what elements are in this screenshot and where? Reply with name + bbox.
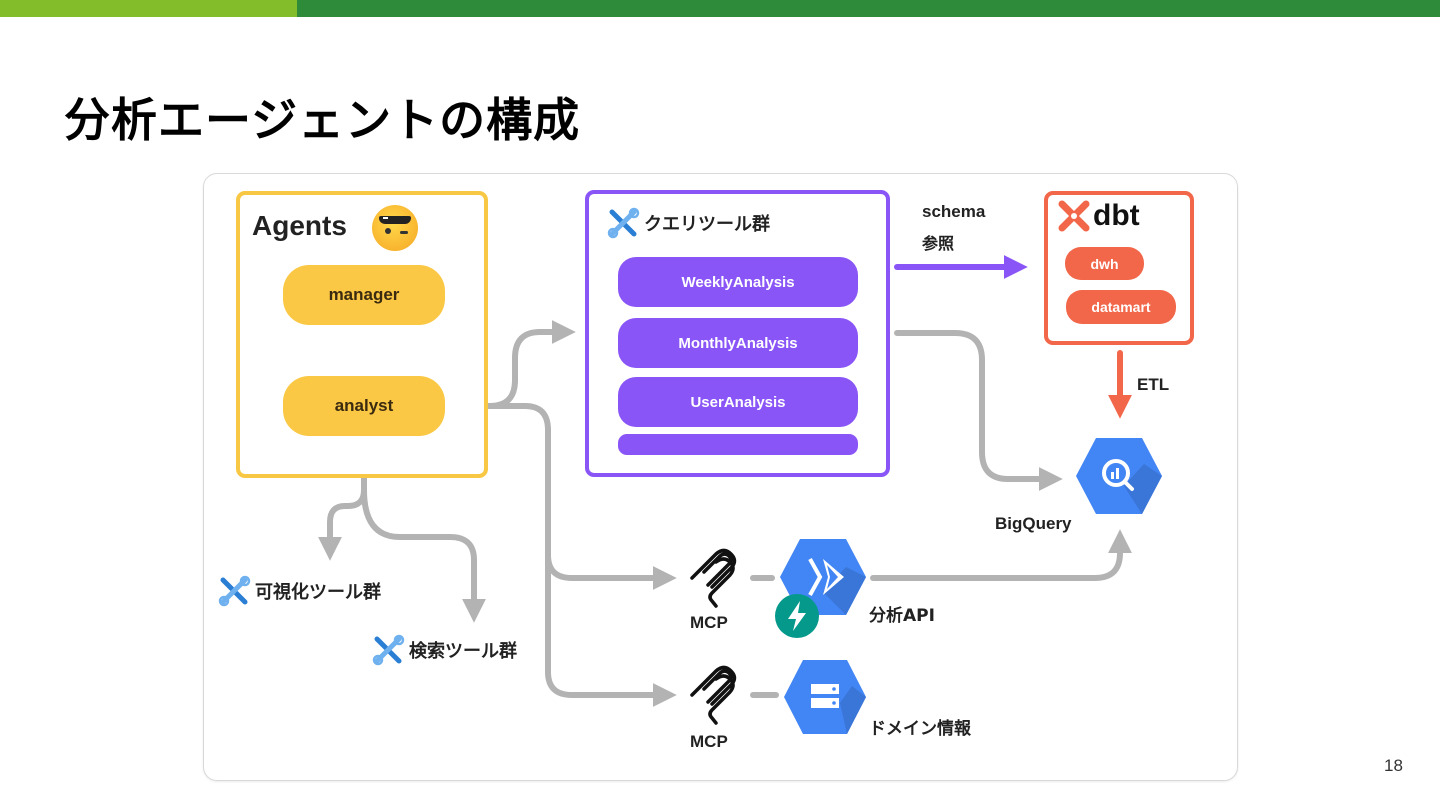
agents-title: Agents [252, 210, 347, 241]
dbt-item-dwh[interactable]: dwh [1065, 247, 1144, 280]
tools-icon [218, 575, 251, 607]
bigquery-label: BigQuery [995, 514, 1072, 533]
search-tools-title: 検索ツール群 [409, 641, 517, 662]
schema-edge-label-jp: 参照 [922, 234, 955, 253]
viz-tools-label: 可視化ツール群 [217, 574, 381, 608]
query-tools-title: クエリツール群 [644, 214, 770, 235]
etl-edge-label: ETL [1137, 375, 1170, 394]
cloud-storage-icon[interactable] [782, 658, 868, 736]
query-tool-user-analysis[interactable]: UserAnalysis [618, 377, 858, 427]
slide-top-bar [0, 0, 1440, 17]
page-number: 18 [1384, 756, 1403, 775]
dbt-icon [1058, 200, 1090, 232]
bigquery-icon[interactable] [1074, 436, 1164, 516]
query-tool-monthly-analysis[interactable]: MonthlyAnalysis [618, 318, 858, 368]
sunglasses-face-icon [372, 205, 418, 251]
dbt-item-datamart[interactable]: datamart [1066, 290, 1176, 324]
fastapi-icon [775, 594, 819, 638]
mcp-icon[interactable] [686, 665, 742, 729]
tools-icon [372, 634, 405, 666]
agent-node-manager[interactable]: manager [283, 265, 445, 325]
analysis-api-label: 分析API [869, 606, 935, 626]
slide-top-bar-accent [0, 0, 297, 17]
dbt-logo: dbt [1058, 200, 1140, 232]
mcp-label-domain: MCP [690, 732, 728, 751]
query-tools-header: クエリツール群 [606, 206, 770, 240]
query-tool-weekly-analysis[interactable]: WeeklyAnalysis [618, 257, 858, 307]
viz-tools-title: 可視化ツール群 [255, 582, 381, 603]
search-tools-label: 検索ツール群 [371, 633, 517, 667]
mcp-label-api: MCP [690, 613, 728, 632]
tools-icon [607, 207, 640, 239]
agent-node-analyst[interactable]: analyst [283, 376, 445, 436]
dbt-logo-text: dbt [1093, 199, 1140, 232]
mcp-icon[interactable] [686, 548, 742, 612]
schema-edge-label: schema [922, 202, 986, 221]
query-tool-more[interactable] [618, 434, 858, 455]
domain-info-label: ドメイン情報 [869, 719, 971, 739]
slide-title: 分析エージェントの構成 [64, 93, 581, 147]
